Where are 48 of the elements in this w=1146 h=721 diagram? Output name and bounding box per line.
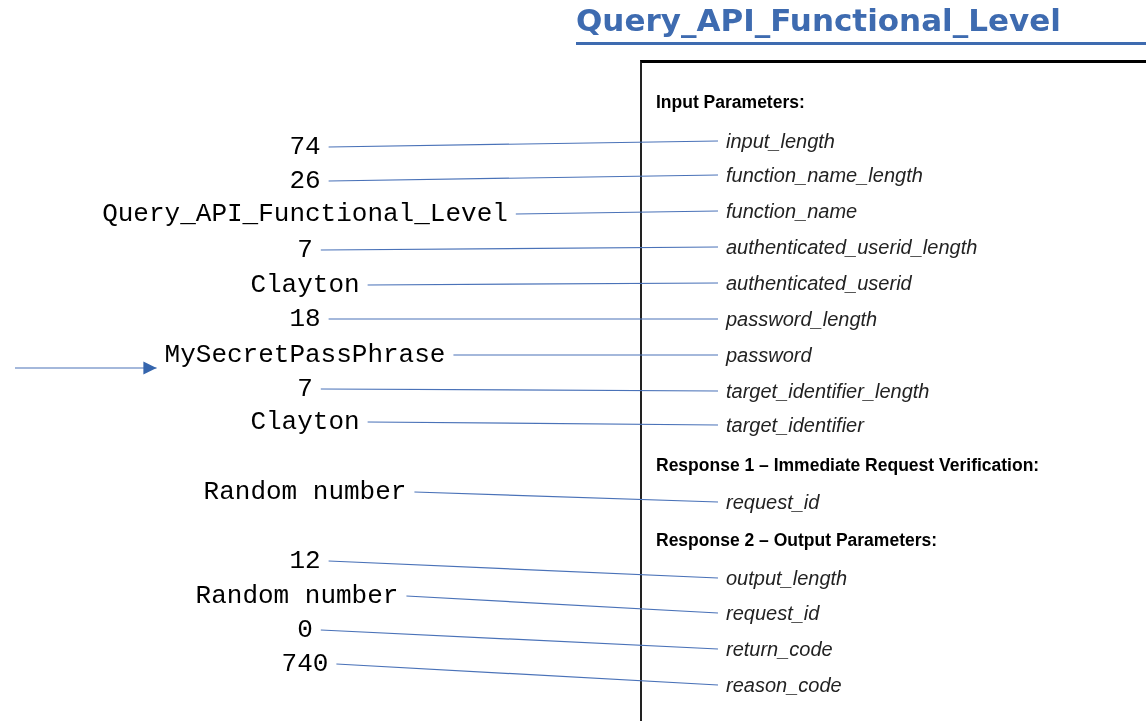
parameter-panel xyxy=(640,60,1146,721)
connector-line xyxy=(328,174,719,182)
value-text: 18 xyxy=(281,306,329,332)
value-text: Query_API_Functional_Level xyxy=(94,201,516,227)
section-heading: Response 2 – Output Parameters: xyxy=(656,529,938,551)
value-text: Clayton xyxy=(242,272,368,298)
connector-line xyxy=(367,282,719,286)
connector-line xyxy=(320,246,719,251)
connector-line xyxy=(405,595,719,614)
parameter-name: password_length xyxy=(718,308,878,330)
parameter-name: input_length xyxy=(718,130,835,152)
parameter-name: reason_code xyxy=(718,674,842,696)
parameter-name: authenticated_userid_length xyxy=(718,236,978,258)
value-text: 74 xyxy=(281,134,329,160)
value-text: MySecretPassPhrase xyxy=(156,342,454,368)
value-text: 7 xyxy=(289,376,321,402)
connector-line xyxy=(452,354,719,356)
section-heading: Response 1 – Immediate Request Verification: xyxy=(656,454,1040,476)
parameter-name: function_name_length xyxy=(718,164,923,186)
parameter-name: target_identifier_length xyxy=(718,380,930,402)
connector-line xyxy=(328,318,719,320)
section-heading: Input Parameters: xyxy=(656,91,805,113)
parameter-name: function_name xyxy=(718,200,858,222)
connector-line xyxy=(328,140,719,148)
parameter-name: authenticated_userid xyxy=(718,272,912,294)
title: Query_API_Functional_Level xyxy=(576,2,1146,45)
value-text: 12 xyxy=(281,548,329,574)
arrow xyxy=(14,361,158,375)
parameter-name: request_id xyxy=(718,491,820,513)
connector-line xyxy=(515,210,719,215)
value-text: Random number xyxy=(195,479,415,505)
value-text: 7 xyxy=(289,237,321,263)
connector-line xyxy=(328,560,719,579)
value-text: 0 xyxy=(289,617,321,643)
connector-line xyxy=(335,663,719,686)
parameter-name: output_length xyxy=(718,567,848,589)
value-text: 740 xyxy=(273,651,337,677)
parameter-name: return_code xyxy=(718,638,833,660)
parameter-name: request_id xyxy=(718,602,820,624)
parameter-name: target_identifier xyxy=(718,414,864,436)
parameter-name: password xyxy=(718,344,812,366)
connector-line xyxy=(367,421,719,426)
connector-line xyxy=(413,491,719,503)
value-text: Random number xyxy=(187,583,407,609)
connector-line xyxy=(320,629,719,650)
value-text: Clayton xyxy=(242,409,368,435)
value-text: 26 xyxy=(281,168,329,194)
connector-line xyxy=(320,388,719,392)
